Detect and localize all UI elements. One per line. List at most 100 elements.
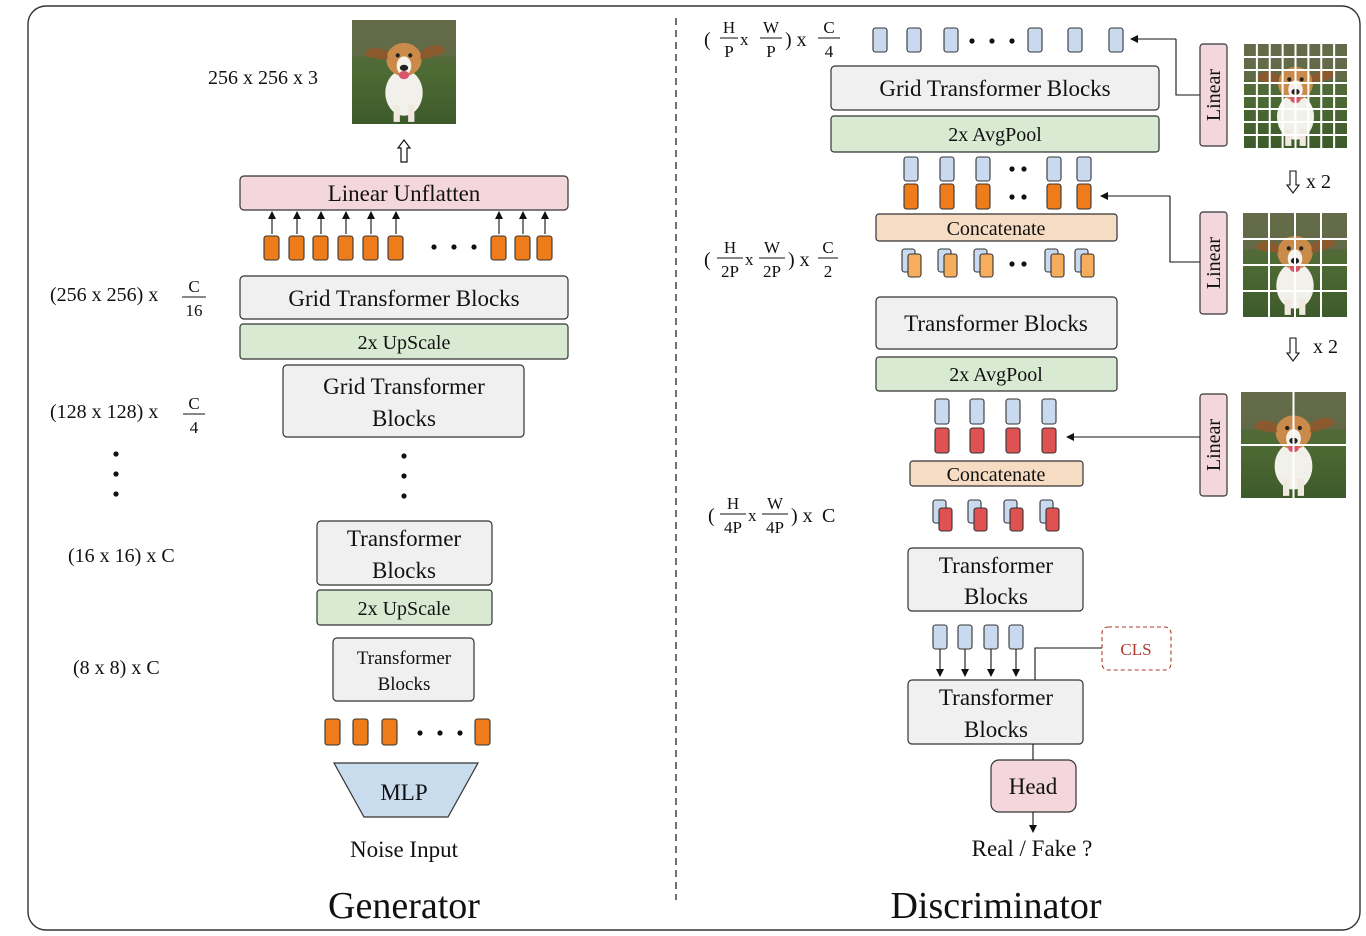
disc-grid-transformer-block [830,65,1160,111]
blue-token [1041,398,1057,425]
blue-token [969,398,985,425]
dim-label-256: (256 x 256) x [50,284,158,306]
orange-token [1050,253,1065,278]
blue-token [1067,27,1083,53]
svg-text:4: 4 [190,418,199,437]
disc-concatenate-2-label: Concatenate [947,464,1046,486]
generator-output-tokens [263,211,553,261]
svg-text:C: C [823,18,834,37]
linear-2-block [1199,211,1228,315]
blue-token [943,27,959,53]
downscale-2-label: x 2 [1313,336,1338,358]
red-token [1009,507,1024,532]
orange-token [939,183,955,210]
blue-token [903,156,919,182]
ellipsis-dot [457,730,463,736]
blue-token [983,624,999,650]
output-size-label: 256 x 256 x 3 [208,67,318,89]
linear-3-label: Linear [1203,419,1225,472]
patch-grid-coarse [1241,392,1346,498]
discriminator-patch-tokens-2 [903,156,1092,210]
cls-token-box [1101,626,1172,671]
ellipsis-dot [451,244,457,250]
orange-token [979,253,994,278]
disc-avgpool-1-label: 2x AvgPool [948,124,1042,146]
blue-token [1008,624,1024,650]
svg-text:) x: ) x [785,29,807,51]
svg-text:x: x [745,250,754,269]
blue-token [939,156,955,182]
discriminator-merged-tokens-2 [932,499,1060,532]
ellipsis-dot [1009,194,1015,200]
orange-token [381,718,398,746]
cls-connector [1034,647,1102,680]
ellipsis-dot [431,244,437,250]
transformer-block-2 [332,637,475,702]
blue-token [906,27,922,53]
outer-frame [27,5,1361,931]
disc-concatenate-1-label: Concatenate [947,218,1046,240]
upscale-block-2 [316,589,493,626]
orange-token [1080,253,1095,278]
transformer-block-1-line2: Blocks [372,558,436,583]
disc-transformer-block-2-line2: Blocks [964,584,1028,609]
orange-token [490,235,507,261]
ellipsis-dot [417,730,423,736]
disc-transformer-block-2-line1: Transformer [939,553,1053,578]
svg-text:W: W [764,238,781,257]
disc-avgpool-1 [830,115,1160,153]
upscale-block-2-label: 2x UpScale [358,598,451,620]
orange-token [536,235,553,261]
svg-text:C: C [822,238,833,257]
blue-token [934,398,950,425]
patch-grid-medium [1243,213,1347,317]
orange-token [263,235,280,261]
upscale-block-1-label: 2x UpScale [358,332,451,354]
blue-token [1005,398,1021,425]
orange-token [387,235,404,261]
svg-text:4P: 4P [724,518,742,537]
red-token [938,507,953,532]
transformer-block-1-line1: Transformer [347,526,461,551]
transformer-block-2-line2: Blocks [378,674,431,695]
grid-transformer-block-2-line1: Grid Transformer [323,374,485,399]
dim-label-8: (8 x 8) x C [73,657,160,679]
blue-token [932,624,948,650]
blue-token [1076,156,1092,182]
svg-text:(: ( [704,29,711,51]
orange-token [903,183,919,210]
orange-token [288,235,305,261]
orange-token [352,718,369,746]
blue-token [1108,27,1124,53]
disc-transformer-block-2 [907,547,1084,612]
orange-token [474,718,491,746]
linear-1-label: Linear [1203,69,1225,122]
svg-text:4: 4 [825,42,834,61]
discriminator-patch-tokens-3 [934,398,1057,454]
svg-text:C: C [188,394,199,413]
linear-1-block [1199,43,1228,147]
disc-transformer-block-3 [907,679,1084,745]
svg-text:W: W [763,18,780,37]
svg-text:2P: 2P [763,262,781,281]
disc-dim-formula-1: ( H P x W P ) x C 4 [704,18,840,61]
mlp-block [332,762,480,818]
noise-input-label: Noise Input [350,837,459,862]
svg-text:H: H [727,494,739,513]
svg-text:H: H [724,238,736,257]
downscale-arrow-icon-1 [1285,170,1301,194]
svg-text:W: W [767,494,784,513]
svg-text:(: ( [704,249,711,271]
svg-text:P: P [724,42,733,61]
upsample-arrow-icon [396,139,412,163]
downscale-1-label: x 2 [1306,171,1331,193]
grid-transformer-block-2 [282,364,525,438]
orange-token [362,235,379,261]
real-fake-label: Real / Fake ? [972,836,1093,861]
generator-title: Generator [328,885,480,927]
svg-text:) x: ) x [788,249,810,271]
dim-label-128: (128 x 128) x [50,401,158,423]
disc-dim-formula-3: ( H 4P x W 4P ) x C [708,494,835,537]
transformer-block-2-line1: Transformer [357,648,452,669]
svg-text:2: 2 [824,262,833,281]
